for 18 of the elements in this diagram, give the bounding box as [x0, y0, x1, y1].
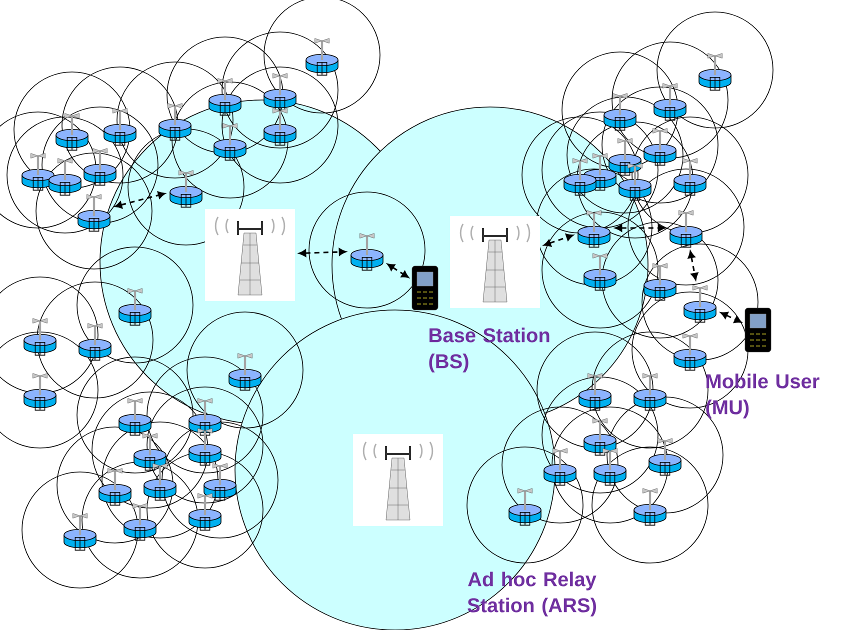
station-label: Base Station (BS)	[429, 328, 550, 372]
relay-station-icon	[350, 233, 384, 271]
relay-station-icon	[78, 194, 110, 232]
tower-drawing	[450, 216, 540, 308]
phone-icon	[412, 266, 438, 310]
relay-station-icon	[170, 170, 202, 208]
tower-drawing	[205, 209, 295, 301]
relay-station-icon	[670, 210, 702, 248]
arrow	[387, 264, 409, 278]
phone-icon	[744, 308, 772, 352]
arrow	[114, 192, 166, 209]
arrow	[544, 234, 574, 247]
relay-station-icon	[578, 210, 610, 248]
relay-station-icon	[684, 285, 716, 323]
arrow	[298, 248, 346, 257]
arrow	[614, 224, 666, 232]
arrow	[720, 312, 742, 323]
arrow	[688, 250, 698, 280]
